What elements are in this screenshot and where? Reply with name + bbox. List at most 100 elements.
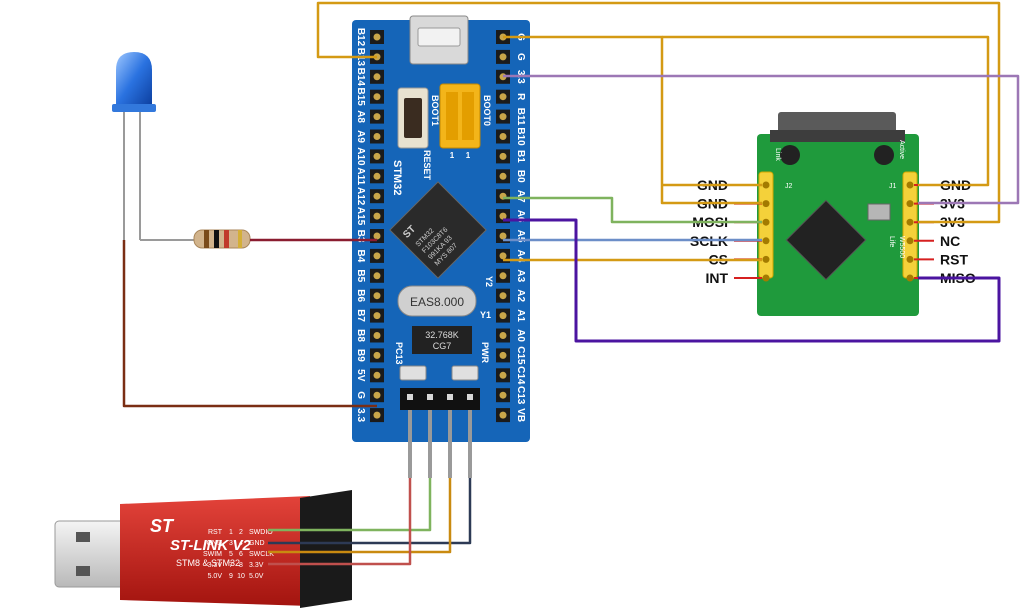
right-pin-pad	[499, 411, 507, 419]
right-pin-pad	[499, 93, 507, 101]
right-pin-pad	[499, 371, 507, 379]
st-link-subtitle: STM8 & STM32	[176, 558, 240, 568]
left-pin-pad	[373, 312, 381, 320]
swd-pin	[447, 394, 453, 400]
right-pin-pad	[499, 272, 507, 280]
st-link-pin-number: 9	[229, 573, 233, 580]
left-pin-pad	[373, 33, 381, 41]
left-pin-label: B7	[355, 309, 366, 322]
module-left-pin	[762, 237, 770, 245]
st-link-pin-left: 5.0V	[208, 573, 223, 580]
right-pin-pad	[499, 133, 507, 140]
module-crystal	[867, 203, 891, 221]
right-pin-label: A3	[515, 269, 526, 282]
reset-label: RESET	[422, 150, 432, 181]
j2-label: J2	[785, 183, 793, 190]
st-link-pin-left: GND	[206, 540, 222, 547]
right-pin-label: R	[515, 93, 526, 101]
st-link-pin-right: GND	[249, 540, 265, 547]
module-left-label: INT	[705, 270, 728, 286]
left-pin-label: B14	[355, 68, 366, 87]
left-pin-label: A9	[355, 130, 366, 143]
left-pin-pad	[373, 332, 381, 339]
usb-plug	[54, 520, 126, 588]
wire-gnd-module	[503, 35, 762, 205]
left-pin-pad	[373, 272, 381, 280]
j1-label: J1	[889, 183, 897, 190]
right-pin-label: VB	[515, 408, 526, 422]
st-link-pin-number: 1	[229, 529, 233, 536]
st-link-pin-number: 6	[239, 551, 243, 558]
wire-led-ground	[122, 240, 377, 408]
swd-pin	[467, 394, 473, 400]
st-link-pin-right: SWDIO	[249, 529, 273, 536]
module-left-pin	[762, 255, 770, 263]
y2-label: Y2	[484, 276, 494, 287]
module-left-pin	[762, 274, 770, 282]
right-pin-label: C13	[515, 386, 526, 405]
swd-pins	[407, 394, 473, 478]
wire-swclk	[268, 478, 452, 554]
left-pin-pad	[373, 232, 381, 240]
pc13-led	[399, 365, 427, 381]
st-link-pin-number: 2	[239, 529, 243, 536]
left-pin-label: A15	[355, 207, 366, 226]
module-right-pin	[906, 218, 914, 226]
swd-header	[400, 388, 480, 410]
right-pin-label: C14	[515, 366, 526, 385]
crystal-32k-label: 32.768K	[425, 330, 459, 340]
life-label: Life	[888, 236, 895, 247]
link-led	[780, 145, 800, 165]
left-pin-label: A11	[355, 167, 366, 185]
st-link-programmer	[54, 490, 352, 608]
swd-pin	[427, 394, 433, 400]
wire-b12-loop	[316, 1, 1001, 224]
st-link-pin-left: RST	[208, 529, 223, 536]
right-pin-pad	[499, 152, 507, 160]
st-link-pin-left: SWIM	[203, 551, 222, 558]
module-right-pin	[906, 274, 914, 282]
right-pin-label: B11	[515, 108, 526, 126]
crystal-32k	[412, 326, 472, 354]
st-link-pin-number: 7	[229, 562, 233, 569]
left-pin-pad	[373, 172, 381, 180]
st-logo: ST	[150, 516, 175, 536]
left-pin-label: B12	[355, 28, 366, 47]
right-pin-label: B0	[515, 170, 526, 183]
ethernet-module	[757, 112, 919, 316]
left-pin-label: 3.3	[355, 408, 366, 422]
left-pin-label: B8	[355, 329, 366, 342]
crystal-32k-label: CG7	[433, 341, 452, 351]
module-right-label: RST	[940, 251, 968, 267]
right-pin-pad	[499, 113, 507, 121]
pwr-label: PWR	[480, 342, 490, 363]
right-pin-pad	[499, 351, 507, 359]
left-pin-label: A10	[355, 147, 366, 166]
st-link-end-cap	[300, 490, 352, 608]
right-pin-label: A6	[515, 210, 526, 223]
st-link-body	[120, 496, 310, 606]
wire-mosi	[503, 196, 762, 224]
right-pin-label: A2	[515, 289, 526, 302]
right-pin-pad	[499, 53, 507, 61]
right-pin-pad	[499, 332, 507, 339]
st-link-brand: ST-LINK V2	[170, 537, 252, 554]
left-pin-label: B9	[355, 349, 366, 362]
wire-sw-3v3	[268, 478, 412, 566]
st-link-pin-right: 3.3V	[249, 562, 264, 569]
right-pin-label: A0	[515, 329, 526, 342]
right-pin-pad	[499, 232, 507, 240]
active-led	[874, 145, 894, 165]
st-link-pin-right: 5.0V	[249, 573, 264, 580]
wire-3v3	[503, 74, 1020, 205]
module-left-pin	[762, 218, 770, 226]
left-pin-label: 5V	[355, 369, 366, 382]
right-pin-pad	[499, 391, 507, 399]
left-pin-label: B3	[355, 230, 366, 243]
right-pin-pad	[499, 312, 507, 320]
jumper-digit: 1	[450, 151, 455, 160]
module-right-pin	[906, 200, 914, 208]
right-pin-label: A4	[515, 250, 526, 263]
jumper-digit: 1	[466, 151, 471, 160]
